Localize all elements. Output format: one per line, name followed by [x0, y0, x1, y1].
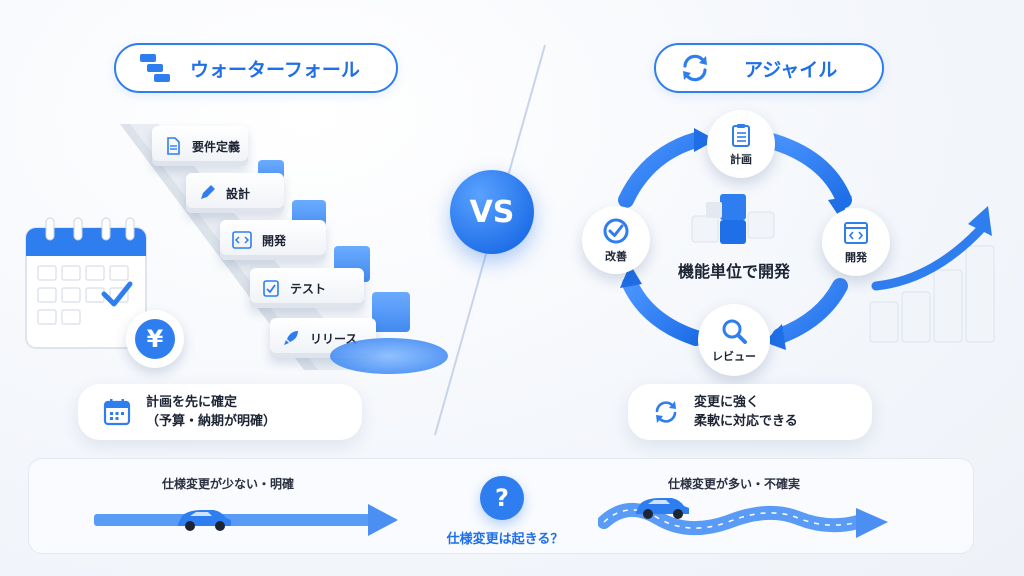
stacked-blocks-icon — [138, 51, 172, 85]
step-label: テスト — [290, 281, 327, 296]
step-label: 要件定義 — [192, 139, 241, 154]
waterfall-stream — [372, 292, 410, 332]
magnifier-icon — [720, 317, 748, 345]
yen-coin-icon: ¥ — [126, 310, 184, 368]
step-test: テスト — [250, 268, 364, 308]
calendar-icon — [22, 212, 150, 352]
node-label: 開発 — [845, 250, 867, 264]
modular-cubes-icon — [686, 190, 782, 248]
pencil-icon — [198, 184, 216, 202]
cycle-arrows-icon — [678, 51, 712, 85]
car-icon — [174, 506, 234, 531]
node-plan: 計画 — [707, 110, 775, 178]
document-icon — [164, 137, 182, 155]
refresh-icon — [652, 398, 680, 426]
step-label: 設計 — [226, 186, 251, 201]
agile-summary-card: 変更に強く 柔軟に対応できる — [628, 384, 872, 440]
step-label: 開発 — [262, 233, 287, 248]
step-development: 開発 — [220, 220, 326, 260]
agile-card-line1: 変更に強く — [694, 394, 760, 410]
agile-card-line2: 柔軟に対応できる — [694, 414, 798, 429]
agile-title-pill: アジャイル — [654, 43, 884, 93]
agile-cycle-arrows — [618, 128, 852, 350]
node-review: レビュー — [698, 304, 770, 376]
clipboard-list-icon — [728, 122, 754, 148]
rocket-icon — [282, 329, 300, 347]
step-design: 設計 — [186, 173, 284, 213]
yen-symbol: ¥ — [135, 319, 175, 359]
node-label: 計画 — [730, 152, 752, 166]
vs-badge: VS — [450, 170, 534, 254]
node-improve: 改善 — [582, 206, 650, 274]
growth-bar-chart-icon — [862, 200, 1012, 350]
vs-label: VS — [469, 194, 515, 230]
water-pool — [330, 338, 448, 374]
waterfall-title: ウォーターフォール — [190, 58, 360, 81]
waterfall-card-line1: 計画を先に確定 — [146, 394, 238, 410]
code-window-icon — [843, 220, 869, 246]
question-mark: ? — [495, 484, 509, 512]
step-requirements: 要件定義 — [152, 126, 248, 166]
node-label: レビュー — [712, 349, 756, 363]
agile-center-label: 機能単位で開発 — [677, 262, 790, 281]
checklist-icon — [262, 279, 280, 297]
agile-title: アジャイル — [744, 58, 838, 81]
straight-road-arrow — [94, 504, 398, 536]
waterfall-card-line2: （予算・納期が明確） — [146, 414, 277, 429]
question-badge: ? — [480, 476, 524, 520]
left-scenario-label: 仕様変更が少ない・明確 — [162, 477, 295, 491]
node-develop: 開発 — [822, 208, 890, 276]
right-scenario-label: 仕様変更が多い・不確実 — [668, 477, 801, 491]
waterfall-title-pill: ウォーターフォール — [114, 43, 398, 93]
check-circle-icon — [602, 217, 630, 245]
node-label: 改善 — [605, 249, 627, 263]
question-label: 仕様変更は起きる？ — [446, 532, 564, 547]
calendar-small-icon — [102, 397, 132, 427]
code-icon — [232, 231, 252, 249]
waterfall-summary-card: 計画を先に確定 （予算・納期が明確） — [78, 384, 362, 440]
car-icon — [632, 494, 692, 519]
step-label: リリース — [310, 331, 358, 346]
